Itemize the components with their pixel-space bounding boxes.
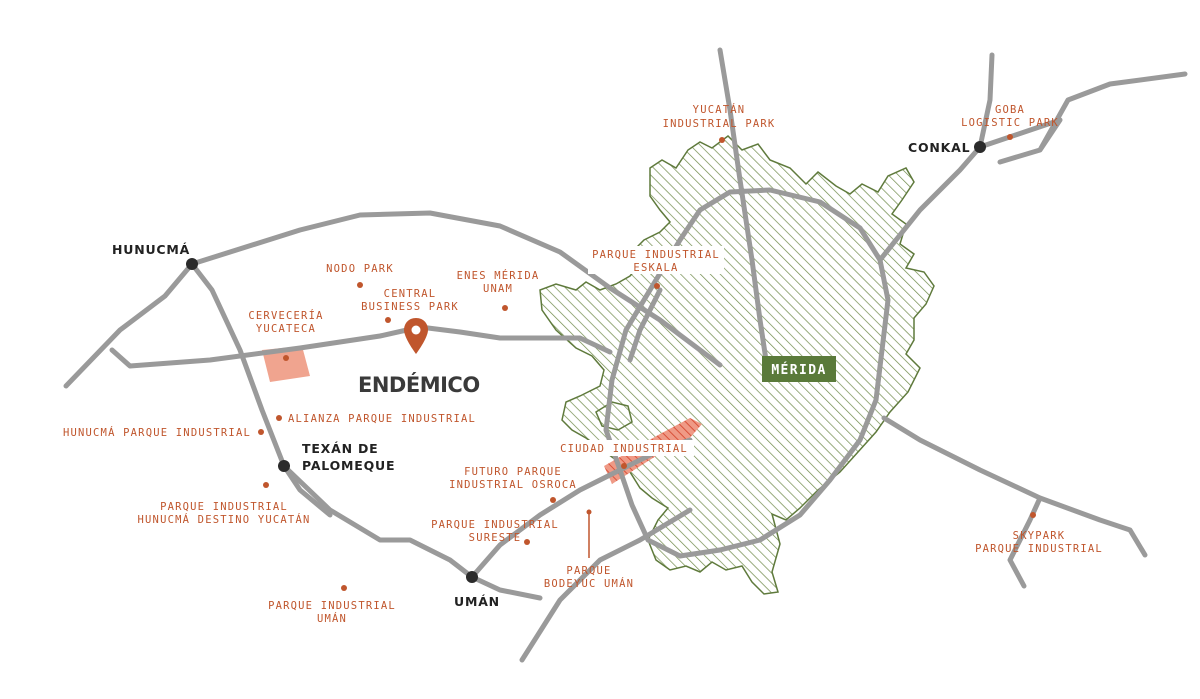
- merida-badge: [762, 356, 836, 382]
- city-dot-uman: [466, 571, 478, 583]
- label-eskala-1: PARQUE INDUSTRIAL: [592, 249, 720, 261]
- marker-goba-logistic-park: [1007, 134, 1013, 140]
- marker-skypark: [1030, 512, 1036, 518]
- label-alianza: ALIANZA PARQUE INDUSTRIAL: [288, 413, 476, 425]
- label-ciudad-industrial: CIUDAD INDUSTRIAL: [560, 443, 688, 455]
- city-label-uman: UMÁN: [454, 594, 500, 609]
- label-destino-yucatan-1: PARQUE INDUSTRIAL: [160, 501, 288, 513]
- road-texan-uman-east: [281, 463, 333, 518]
- road-north-merida: [717, 47, 769, 363]
- label-futuro-osroca-1: FUTURO PARQUE: [464, 466, 562, 478]
- merida-badge-label: MÉRIDA: [771, 362, 826, 378]
- road-conkal: [877, 52, 1188, 263]
- label-yucatan-industrial-2: INDUSTRIAL PARK: [663, 118, 776, 130]
- label-central-business-2: BUSINESS PARK: [361, 301, 459, 313]
- label-skypark-2: PARQUE INDUSTRIAL: [975, 543, 1103, 555]
- marker-eskala: [654, 283, 660, 289]
- marker-sureste: [524, 539, 530, 545]
- city-label-hunucma: HUNUCMÁ: [112, 242, 190, 257]
- marker-yucatan-industrial-park: [719, 137, 725, 143]
- label-goba-2: LOGISTIC PARK: [961, 117, 1059, 129]
- label-enes-2: UNAM: [483, 283, 513, 295]
- label-cerveceria-2: YUCATECA: [256, 323, 316, 335]
- marker-ciudad-industrial: [621, 463, 627, 469]
- label-central-business-1: CENTRAL: [384, 288, 437, 300]
- marker-nodo-park: [357, 282, 363, 288]
- marker-destino-yucatan: [263, 482, 269, 488]
- marker-central-business-park: [385, 317, 391, 323]
- label-uman-parque-2: UMÁN: [317, 612, 347, 625]
- label-futuro-osroca-2: INDUSTRIAL OSROCA: [449, 479, 577, 491]
- city-label-texan-1: TEXÁN DE: [302, 441, 379, 456]
- city-dot-texan: [278, 460, 290, 472]
- label-bg-eskala: [588, 246, 724, 274]
- label-bodeyuc-2: BODEYUC UMÁN: [544, 577, 634, 590]
- label-goba-1: GOBA: [995, 104, 1025, 116]
- road-west-link: [63, 261, 613, 389]
- map-pin-icon: [404, 318, 428, 354]
- marker-cerveceria: [283, 355, 289, 361]
- city-dot-hunucma: [186, 258, 198, 270]
- marker-hunucma-parque: [258, 429, 264, 435]
- label-sureste-2: SURESTE: [469, 532, 522, 544]
- road-merida-ring: [603, 187, 891, 559]
- label-uman-parque-1: PARQUE INDUSTRIAL: [268, 600, 396, 612]
- label-bodeyuc-1: PARQUE: [566, 565, 611, 577]
- label-sureste-1: PARQUE INDUSTRIAL: [431, 519, 559, 531]
- label-hunucma-parque: HUNUCMÁ PARQUE INDUSTRIAL: [63, 426, 251, 439]
- label-yucatan-industrial-1: YUCATÁN: [693, 103, 746, 116]
- city-label-conkal: CONKAL: [908, 140, 970, 155]
- marker-bodeyuc: [586, 509, 592, 515]
- marker-enes: [502, 305, 508, 311]
- road-skypark: [881, 415, 1148, 589]
- road-uman-south: [469, 507, 693, 663]
- merida-urban-area: [539, 135, 935, 595]
- label-skypark-1: SKYPARK: [1013, 530, 1066, 542]
- marker-alianza: [276, 415, 282, 421]
- marker-futuro-osroca: [550, 497, 556, 503]
- marker-uman-parque: [341, 585, 347, 591]
- road-hunucma-north: [189, 210, 723, 368]
- city-label-texan-2: PALOMEQUE: [302, 458, 395, 473]
- label-eskala-2: ESKALA: [633, 262, 678, 274]
- label-nodo-park: NODO PARK: [326, 263, 394, 275]
- city-dot-conkal: [974, 141, 986, 153]
- road-hunucma-texan-uman: [189, 261, 475, 580]
- brand-logo: ENDÉMICO: [358, 372, 480, 397]
- cerveceria-zone: [262, 346, 310, 382]
- label-destino-yucatan-2: HUNUCMÁ DESTINO YUCATÁN: [138, 513, 311, 526]
- road-eskala: [627, 287, 663, 363]
- label-bg-ciudad-industrial: [554, 440, 694, 456]
- label-cerveceria-1: CERVECERÍA: [248, 309, 323, 322]
- label-enes-1: ENES MÉRIDA: [457, 269, 540, 282]
